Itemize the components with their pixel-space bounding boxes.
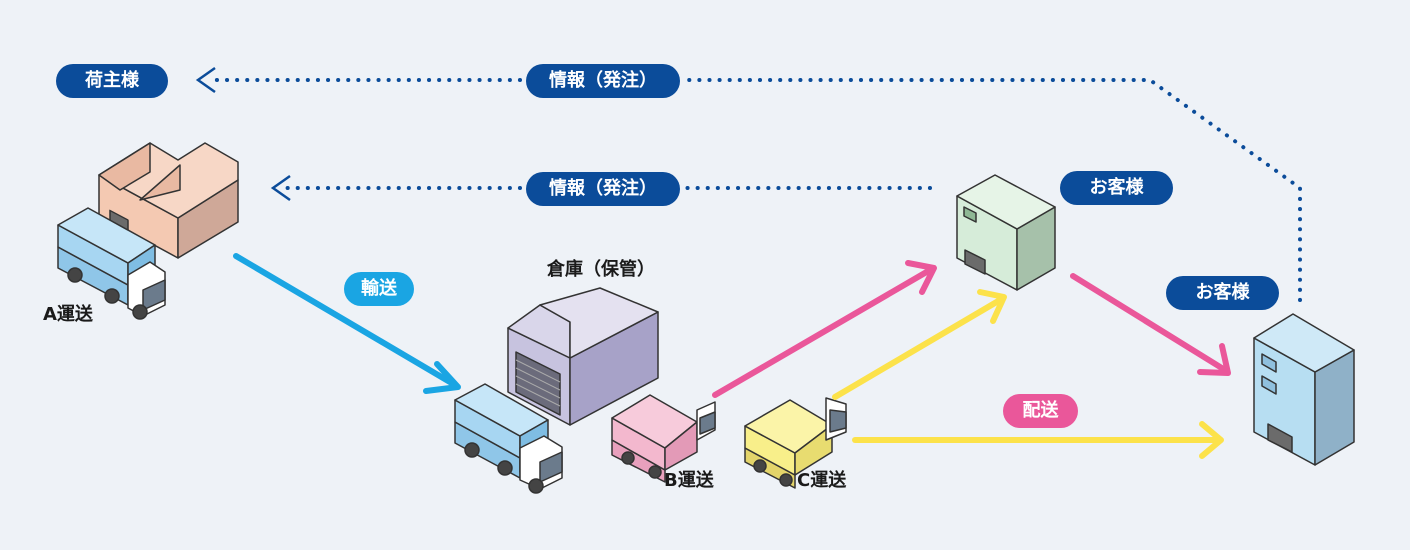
delivery-arrow-yellow-1 [832,289,1007,400]
office-building-1-icon [956,174,1056,291]
truck-b-icon [611,394,716,483]
factory-icon [98,142,239,259]
customer-label-1: お客様 [1060,171,1173,205]
customer-label-2: お客様 [1166,276,1279,310]
transport-arrow [233,253,461,394]
truck-center-icon [454,383,563,494]
info-order-label-middle: 情報（発注） [526,172,680,206]
c-transport-label: C運送 [797,470,847,491]
shipper-label: 荷主様 [56,64,168,98]
delivery-arrow-pink-1 [712,260,937,398]
warehouse-label: 倉庫（保管） [547,259,655,280]
truck-a-icon [57,207,166,320]
b-transport-label: B運送 [664,470,714,491]
info-flow-middle-arrow [270,174,932,202]
delivery-label: 配送 [1003,394,1078,428]
a-transport-label: A運送 [43,304,93,325]
info-order-label-top: 情報（発注） [526,64,680,98]
warehouse-icon [507,287,659,426]
office-building-2-icon [1253,313,1355,466]
info-flow-top-arrow [195,66,1302,302]
delivery-arrow-yellow-2 [852,421,1224,459]
truck-c-icon [744,397,847,489]
transport-label: 輸送 [344,272,414,306]
delivery-arrow-pink-2 [1070,273,1231,376]
